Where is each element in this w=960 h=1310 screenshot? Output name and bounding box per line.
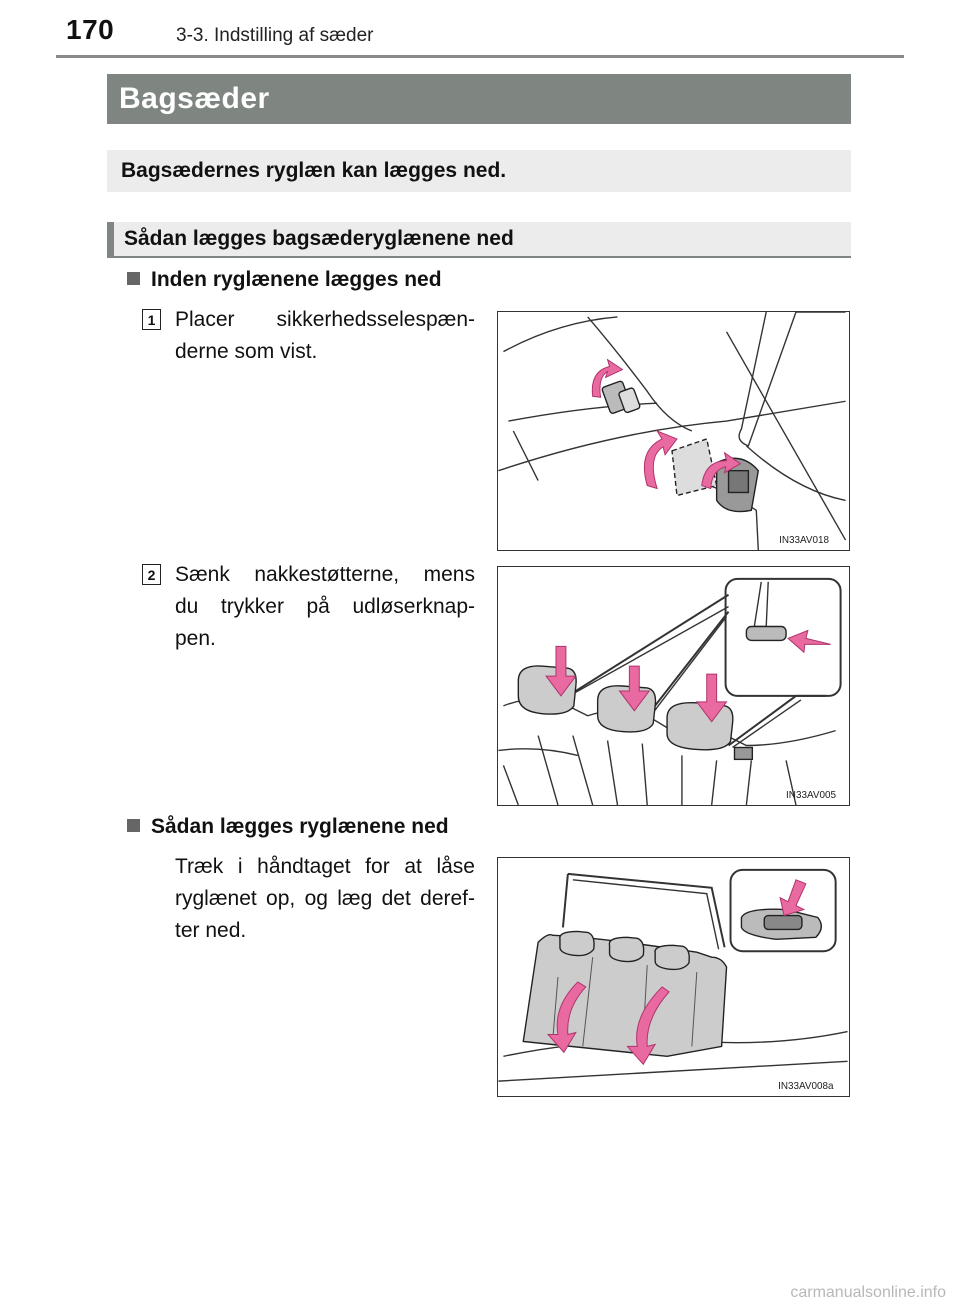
intro-box: Bagsædernes ryglæn kan lægges ned. [107, 150, 851, 192]
down-arrow-icon [545, 645, 728, 723]
header-rule [56, 55, 904, 58]
step-number-1: 1 [142, 309, 161, 330]
headrest-illustration: IN33AV005 [498, 577, 842, 805]
fold-line-3: ter ned. [175, 919, 247, 942]
section-heading-text: Inden ryglænene lægges ned [151, 268, 442, 291]
step-number-2: 2 [142, 564, 161, 585]
curved-arrow-icon [591, 358, 742, 490]
fold-line-1: Træk i håndtaget for at låse [175, 855, 475, 878]
subheading-text: Sådan lægges bagsæderyglænene ned [124, 227, 514, 250]
fold-line-2: ryglænet op, og læg det deref- [175, 887, 475, 910]
step-2-line-1: Sænk nakkestøtterne, mens [175, 563, 475, 586]
down-arrow-icon [779, 879, 807, 917]
step-2-line-2: du trykker på udløserknap- [175, 595, 475, 618]
watermark: carmanualsonline.info [790, 1284, 946, 1301]
title-bar: Bagsæder [107, 74, 851, 124]
section-heading-text: Sådan lægges ryglænene ned [151, 815, 449, 838]
figure-code-2: IN33AV005 [786, 790, 836, 801]
fold-step-text: Træk i håndtaget for at låse ryglænet op… [175, 851, 475, 947]
figure-fold-seatback: IN33AV008a [497, 857, 850, 1097]
step-1-text: Placer sikkerhedsselespæn- derne som vis… [175, 304, 475, 368]
seatbelt-illustration: IN33AV018 [498, 312, 847, 550]
step-2-text: Sænk nakkestøtterne, mens du trykker på … [175, 559, 475, 655]
figure-code-1: IN33AV018 [779, 535, 829, 546]
section-heading-before: Inden ryglænene lægges ned [127, 268, 442, 292]
step-1-line-1: Placer sikkerhedsselespæn- [175, 308, 475, 331]
fold-seat-illustration: IN33AV008a [498, 868, 848, 1092]
figure-code-3: IN33AV008a [778, 1081, 834, 1092]
bullet-square-icon [127, 819, 140, 832]
curved-arrow-icon [546, 981, 670, 1066]
page-title: Bagsæder [119, 82, 270, 115]
figure-seatbelt-buckles: IN33AV018 [497, 311, 850, 551]
step-1-line-2: derne som vist. [175, 340, 318, 363]
section-label: 3-3. Indstilling af sæder [176, 25, 374, 46]
push-arrow-icon [787, 629, 831, 654]
page-number: 170 [66, 14, 115, 45]
subheading-bar: Sådan lægges bagsæderyglænene ned [107, 222, 851, 258]
intro-text: Bagsædernes ryglæn kan lægges ned. [121, 159, 507, 182]
section-heading-fold: Sådan lægges ryglænene ned [127, 815, 449, 839]
figure-headrests: IN33AV005 [497, 566, 850, 806]
bullet-square-icon [127, 272, 140, 285]
step-2-line-3: pen. [175, 627, 216, 650]
